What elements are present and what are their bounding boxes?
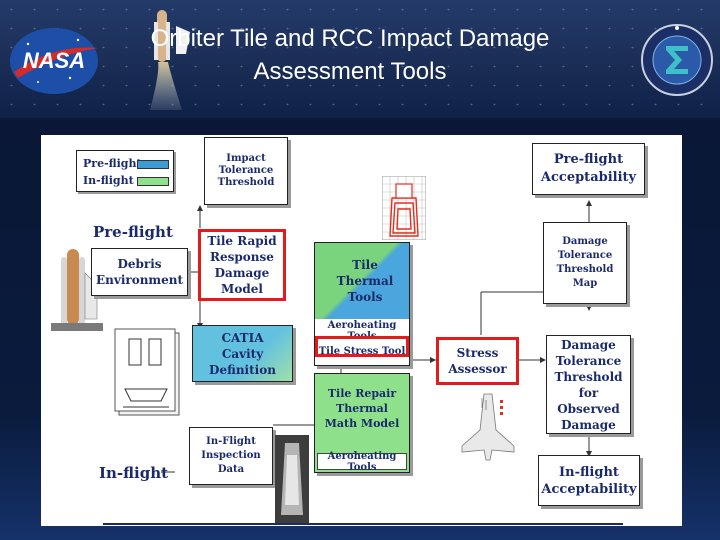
inflight-section-label: In-flight bbox=[99, 464, 169, 482]
impact-tolerance-threshold-box: Impact Tolerance Threshold bbox=[204, 137, 288, 205]
tile-rapid-response-damage-model-box: Tile Rapid Response Damage Model bbox=[198, 229, 286, 301]
slide-title: Orbiter Tile and RCC Impact Damage Asses… bbox=[150, 25, 550, 85]
aeroheating-tools-label-2: Aeroheating Tools bbox=[317, 451, 407, 473]
inflight-inspection-data-box: In-Flight Inspection Data bbox=[189, 427, 273, 485]
tile-repair-thermal-math-model-label: Tile Repair Thermal Math Model bbox=[324, 387, 400, 430]
shuttle-on-pad-image bbox=[51, 249, 103, 331]
legend-preflight-label: Pre-flight bbox=[83, 157, 142, 170]
cavity-drawings-image bbox=[114, 328, 180, 416]
starfield bbox=[0, 0, 720, 118]
nasa-meatball-logo: NASA bbox=[10, 28, 98, 94]
thermal-grid-image bbox=[382, 176, 426, 240]
shuttle-launch-image bbox=[150, 10, 190, 110]
nasa-logo-text: NASA bbox=[23, 48, 85, 73]
tile-thermal-tools-fill bbox=[315, 243, 409, 319]
debris-environment-box: Debris Environment bbox=[91, 248, 188, 296]
tile-repair-group: Tile Repair Thermal Math Model Aeroheati… bbox=[314, 373, 410, 473]
tile-thermal-tools-label: Tile Thermal Tools bbox=[336, 258, 394, 304]
tile-stress-tool-label: Tile Stress Tool bbox=[318, 345, 406, 357]
orbiter-inspection-photo bbox=[275, 435, 309, 523]
tile-stress-tool-highlight bbox=[315, 336, 409, 357]
preflight-section-label: Pre-flight bbox=[93, 223, 173, 241]
orbiter-graphic bbox=[461, 393, 515, 461]
legend-box: Pre-flight In-flight bbox=[76, 150, 174, 192]
diagram-panel: Pre-flight In-flight Impact Tolerance Th… bbox=[41, 135, 682, 526]
tile-thermal-tools-group: Tile Thermal Tools Aeroheating Tools Til… bbox=[314, 242, 410, 366]
preflight-acceptability-box: Pre-flight Acceptability bbox=[532, 143, 645, 195]
legend-inflight-label: In-flight bbox=[83, 174, 134, 187]
engineering-safety-center-seal bbox=[641, 24, 713, 96]
damage-tolerance-threshold-map-box: Damage Tolerance Threshold Map bbox=[543, 222, 627, 304]
legend-preflight-swatch bbox=[137, 160, 169, 169]
damage-tolerance-observed-damage-box: Damage Tolerance Threshold for Observed … bbox=[546, 335, 631, 434]
inflight-acceptability-box: In-flight Acceptability bbox=[538, 455, 640, 506]
catia-cavity-definition-box: CATIA Cavity Definition bbox=[192, 325, 293, 382]
legend-inflight-swatch bbox=[137, 177, 169, 186]
stress-assessor-box: Stress Assessor bbox=[436, 337, 519, 385]
header-banner: NASA Orbiter Tile and RCC Impact Damage … bbox=[0, 0, 720, 118]
